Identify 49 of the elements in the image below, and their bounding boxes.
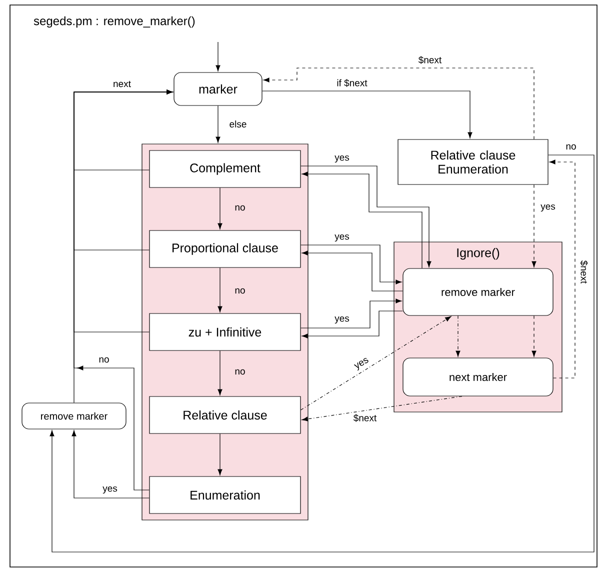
process-box: Proportional clause xyxy=(149,230,301,268)
arrow xyxy=(50,154,594,552)
arrow xyxy=(302,310,403,338)
edge-label: if $next xyxy=(337,79,368,87)
arrow xyxy=(72,430,150,498)
rounded-box: remove marker xyxy=(402,268,554,316)
arrow xyxy=(218,268,222,312)
edge-label: yes xyxy=(540,204,556,212)
edge-label: no xyxy=(235,205,245,211)
arrow xyxy=(262,90,472,138)
edge-label: no xyxy=(99,357,109,363)
process-box: Relative clause xyxy=(149,396,301,434)
arrow xyxy=(263,68,534,140)
edge-label: yes xyxy=(334,155,350,163)
edge-label: next xyxy=(114,80,131,88)
rounded-box: remove marker xyxy=(22,402,126,430)
arrow xyxy=(300,298,402,328)
edge-label: $next xyxy=(576,257,592,287)
arrow xyxy=(302,250,403,292)
rounded-box: marker xyxy=(174,72,262,106)
edge-label: no xyxy=(235,288,245,294)
edge-label: $next xyxy=(354,414,377,422)
rounded-box: next marker xyxy=(402,358,554,396)
process-box: zu + Infinitive xyxy=(149,313,301,351)
edge-label: yes xyxy=(334,234,350,242)
edge-label: yes xyxy=(334,316,350,324)
arrow xyxy=(218,434,222,476)
arrow xyxy=(532,184,536,268)
edge-label: else xyxy=(230,120,246,128)
arrow xyxy=(456,316,460,357)
edge-label: no xyxy=(566,144,576,150)
arrow xyxy=(216,106,220,143)
arrow xyxy=(216,42,220,72)
edge-label: yes xyxy=(102,486,118,494)
process-box: Complement xyxy=(149,150,301,188)
arrow xyxy=(74,90,173,490)
process-box: Relative clause Enumeration xyxy=(398,139,548,185)
arrow xyxy=(300,316,452,410)
arrow xyxy=(549,160,576,378)
arrow xyxy=(218,188,222,230)
edge-label: no xyxy=(235,369,245,375)
edge-label: $next xyxy=(418,56,442,64)
edge-label: yes xyxy=(352,356,372,372)
process-box: Enumeration xyxy=(149,476,301,514)
arrow xyxy=(302,396,462,422)
arrow xyxy=(300,244,402,284)
arrow xyxy=(532,316,536,357)
arrow xyxy=(218,350,222,396)
title: segeds.pm : remove_marker() xyxy=(34,16,195,28)
